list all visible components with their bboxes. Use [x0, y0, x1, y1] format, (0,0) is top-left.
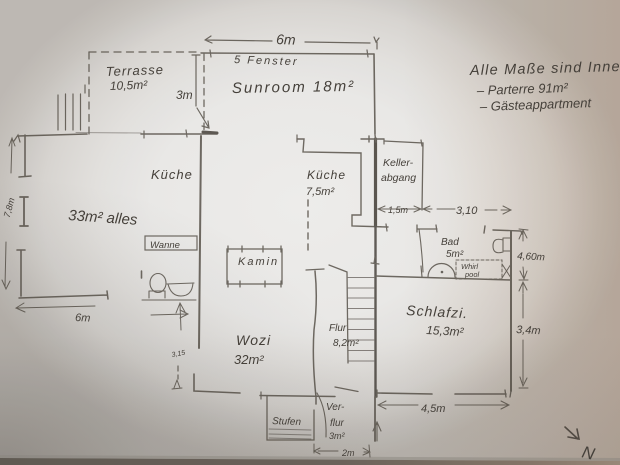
- svg-text:Schlafzi.: Schlafzi.: [406, 302, 469, 321]
- svg-text:Küche: Küche: [151, 167, 193, 182]
- svg-text:abgang: abgang: [381, 172, 416, 184]
- svg-text:4,5m: 4,5m: [421, 403, 445, 415]
- svg-text:1,5m: 1,5m: [388, 205, 409, 215]
- svg-text:Bad: Bad: [441, 237, 459, 248]
- svg-text:Stufen: Stufen: [272, 416, 302, 428]
- svg-text:3,15: 3,15: [171, 350, 186, 359]
- svg-text:2m: 2m: [341, 448, 355, 458]
- svg-text:Ver-: Ver-: [326, 402, 345, 413]
- svg-text:15,3m²: 15,3m²: [426, 323, 465, 339]
- svg-text:3,10: 3,10: [456, 205, 478, 217]
- svg-text:– Parterre 91m²: – Parterre 91m²: [476, 80, 569, 98]
- svg-text:33m² alles: 33m² alles: [68, 207, 139, 229]
- svg-text:Alle Maße sind Inne: Alle Maße sind Inne: [469, 59, 620, 79]
- svg-text:Sunroom 18m²: Sunroom 18m²: [232, 78, 355, 97]
- svg-text:6m: 6m: [75, 312, 91, 325]
- svg-text:Wanne: Wanne: [150, 240, 180, 251]
- svg-text:Kamin: Kamin: [238, 256, 279, 268]
- svg-text:Whirl: Whirl: [461, 262, 478, 271]
- svg-text:3m²: 3m²: [329, 431, 346, 441]
- svg-text:N: N: [580, 442, 597, 464]
- svg-text:Terrasse: Terrasse: [106, 62, 165, 79]
- svg-text:Flur: Flur: [329, 323, 347, 334]
- svg-text:– Gästeappartment: – Gästeappartment: [479, 95, 593, 114]
- svg-text:5 Fenster: 5 Fenster: [234, 54, 299, 68]
- svg-text:6m: 6m: [276, 31, 296, 48]
- svg-text:10,5m²: 10,5m²: [110, 78, 149, 93]
- svg-text:3m: 3m: [176, 88, 193, 102]
- svg-text:7,5m²: 7,5m²: [306, 186, 334, 198]
- svg-text:8,2m²: 8,2m²: [333, 338, 359, 349]
- svg-text:pool: pool: [464, 270, 480, 279]
- svg-text:flur: flur: [330, 418, 345, 429]
- svg-text:32m²: 32m²: [234, 352, 264, 367]
- svg-text:3,4m: 3,4m: [516, 324, 541, 337]
- svg-text:5m²: 5m²: [446, 249, 464, 260]
- svg-text:4,60m: 4,60m: [517, 251, 545, 263]
- svg-text:Keller-: Keller-: [383, 157, 414, 169]
- svg-text:Wozi: Wozi: [236, 332, 271, 348]
- svg-text:Küche: Küche: [307, 168, 346, 182]
